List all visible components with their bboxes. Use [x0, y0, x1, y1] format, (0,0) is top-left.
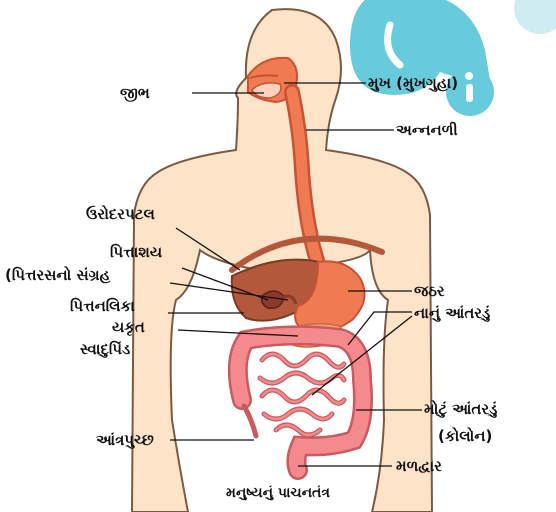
label-tongue: જીભ [120, 84, 150, 102]
label-gallbladder: પિત્તાશય [110, 243, 162, 261]
label-pancreas: સ્વાદુપિંડ [80, 340, 130, 358]
label-colon: (કોલોન) [438, 427, 492, 445]
label-liver: યકૃત [112, 318, 145, 336]
label-bile-duct: પિત્તનલિકા [70, 297, 135, 315]
small-intestine-coils [260, 354, 344, 435]
label-large-intestine: મોટું આંતરડું [424, 400, 497, 418]
watermark-logo [350, 0, 556, 116]
label-oesophagus: અન્નનળી [396, 121, 458, 139]
label-mouth: મુખ (મુખગુહા) [368, 74, 458, 92]
label-anus: મળદ્વાર [396, 457, 442, 475]
label-diaphragm: ઉરોદરપટલ [86, 205, 155, 223]
label-appendix: આંત્રપુચ્છ [96, 431, 154, 449]
label-stomach: જઠર [414, 282, 445, 300]
label-small-intestine: નાનું આંતરડું [414, 304, 490, 322]
appendix-shape [244, 406, 256, 436]
diagram-caption: મનુષ્યનું પાચનતંત્ર [0, 484, 556, 502]
label-gallbladder-note: (પિત્તરસનો સંગ્રહ [5, 266, 110, 284]
